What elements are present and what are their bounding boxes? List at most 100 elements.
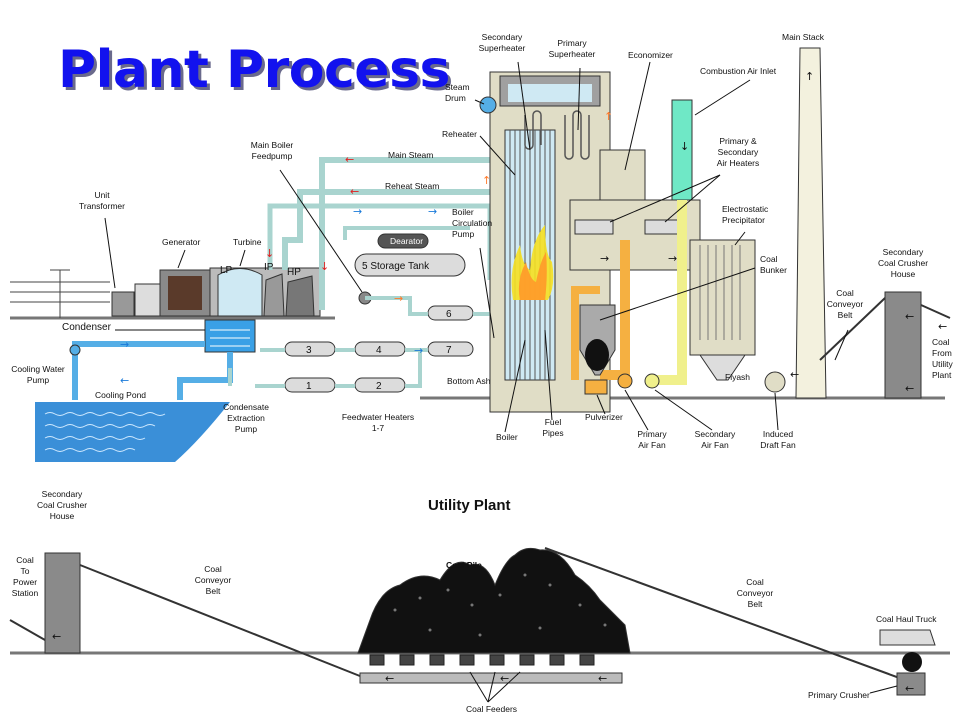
coal-haul-truck-label: Coal Haul Truck [876,614,937,624]
primary-air-fan-label-2: Air Fan [638,440,666,450]
primary-crusher-label: Primary Crusher [808,690,870,700]
svg-text:→: → [394,292,403,305]
conveyor-left-label-1: Coal [204,564,222,574]
boiler-circulation-pump-label-1: Boiler [452,207,474,217]
crusher-house-top-label-1: Secondary [883,247,924,257]
boiler-flames [511,225,554,300]
dearator-label: Dearator [390,236,423,246]
crusher-house-top-label-3: House [891,269,916,279]
svg-text:←: ← [905,682,914,695]
heater-2-label: 2 [376,381,382,392]
conveyor-top-label-2: Conveyor [827,299,864,309]
conveyor-out-left [9,619,46,641]
coal-pile-texture [393,573,607,637]
primary-superheater-label-1: Primary [557,38,587,48]
steam-drum-label-1: Steam [445,82,470,92]
feedwater-heaters-label-1: Feedwater Heaters [342,412,414,422]
svg-text:←: ← [790,368,799,381]
economizer-duct [599,149,646,201]
main-stack [795,47,827,399]
pulverizer [584,379,608,395]
ip-label: IP [264,262,274,273]
conveyor-right-label-2: Conveyor [737,588,774,598]
pulverizer-label: Pulverizer [585,412,623,422]
conveyor-belt-left [79,564,371,681]
top-leader-lines [104,61,849,433]
storage-tank-label: 5 Storage Tank [362,261,430,272]
crusher-house-top-label-2: Coal Crusher [878,258,928,268]
induced-draft-fan [764,371,786,393]
feedwater-heaters-label-2: 1-7 [372,423,385,433]
cooling-pond-label: Cooling Pond [95,390,146,400]
condensate-pump-label-2: Extraction [227,413,265,423]
hp-label: HP [287,267,301,278]
page-title: Plant Process [58,40,450,100]
cooling-water-pump-label-2: Pump [27,375,49,385]
crusher-house-bottom-label-1: Secondary [42,489,83,499]
secondary-superheater-label-1: Secondary [482,32,523,42]
coal-from-utility-label-3: Utility [932,359,954,369]
coal-pile [357,547,631,654]
conveyor-right-label-3: Belt [748,599,763,609]
svg-text:↑: ↑ [604,110,613,123]
reheat-steam-pipe [282,189,515,270]
primary-air-fan-label-1: Primary [637,429,667,439]
cooling-water-pump [69,344,81,356]
boiler-top-inner [508,84,592,102]
svg-text:←: ← [598,672,607,685]
secondary-coal-crusher-house-top [884,291,922,399]
secondary-air-fan-label-2: Air Fan [701,440,729,450]
svg-text:↓: ↓ [680,140,689,153]
generator-core [168,276,202,310]
secondary-air-fan [644,373,660,389]
primary-crusher [896,672,926,696]
main-stack-label: Main Stack [782,32,825,42]
coal-from-utility-label-2: From [932,348,952,358]
conveyor-top-label-3: Belt [838,310,853,320]
svg-text:↑: ↑ [482,174,491,187]
svg-text:←: ← [350,185,359,198]
heater-4-label: 4 [376,345,382,356]
cooling-water-pump-label-1: Cooling Water [11,364,65,374]
conveyor-belt-top [819,297,886,361]
unit-transformer-body [111,291,135,317]
condensate-pump-label-3: Pump [235,424,257,434]
coal-feeders-label: Coal Feeders [466,704,517,714]
cooling-water-pipe [72,341,205,400]
svg-text:←: ← [120,374,129,387]
air-heaters-label-1: Primary & [719,136,757,146]
secondary-superheater-label-2: Superheater [479,43,526,53]
coal-pile-label: Coal Pile [446,560,482,570]
turbine-lp [217,268,263,317]
conveyor-left-label-3: Belt [206,586,221,596]
electrostatic-precipitator-label-2: Precipitator [722,215,765,225]
svg-text:↑: ↑ [805,70,814,83]
feedwater-heaters [284,305,474,393]
coal-from-utility-label-4: Plant [932,370,952,380]
air-heaters-label-2: Secondary [718,147,759,157]
coal-from-utility-label-1: Coal [932,337,950,347]
svg-text:←: ← [52,630,61,643]
coal-feed-duct [571,286,600,380]
main-boiler-feedpump-label-2: Feedpump [252,151,293,161]
economizer-label: Economizer [628,50,673,60]
induced-draft-fan-label-2: Draft Fan [760,440,796,450]
condenser [204,319,256,353]
truck-load [902,652,922,672]
svg-text:←: ← [938,320,947,333]
